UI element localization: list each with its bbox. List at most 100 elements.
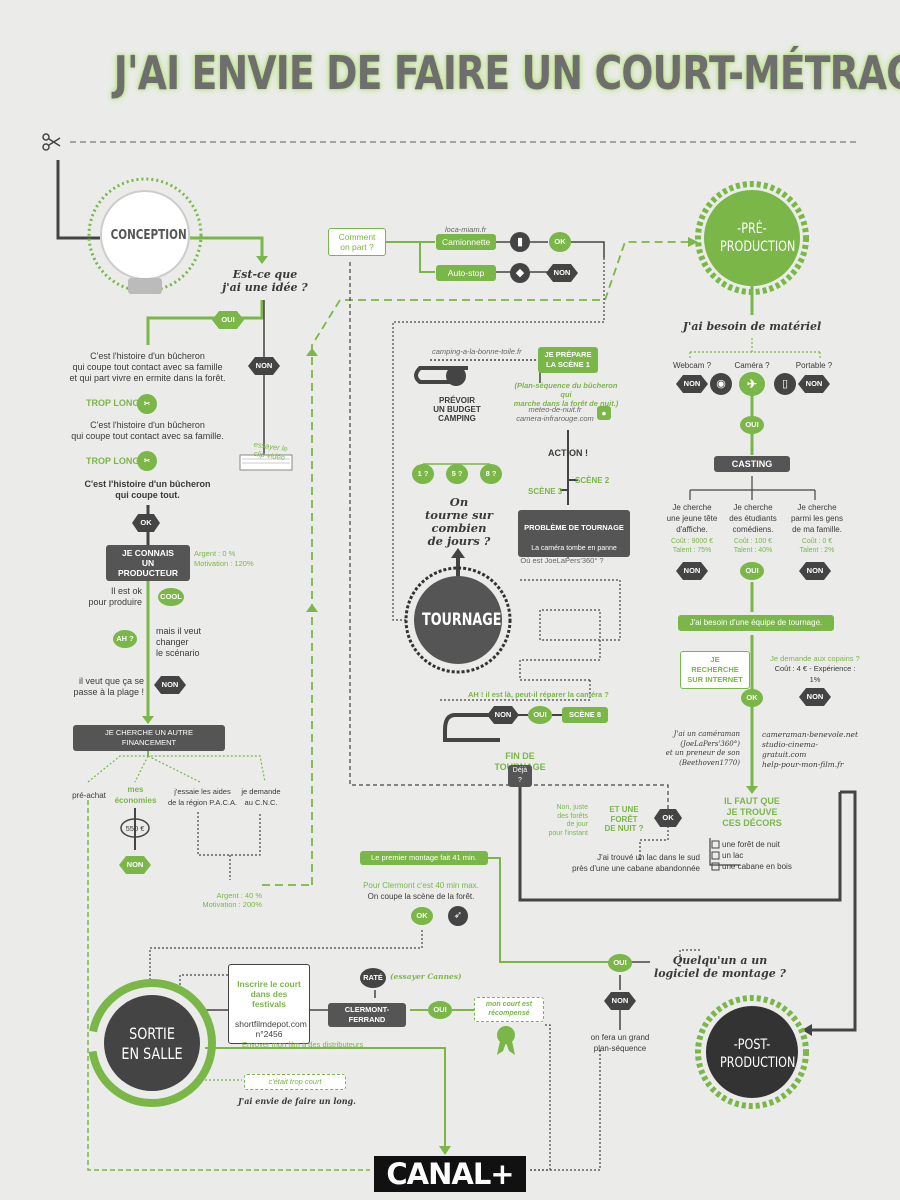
transport-question: Comment on part ? xyxy=(328,228,386,256)
truck-icon: ▮ xyxy=(510,232,530,252)
portable-non: NON xyxy=(798,375,830,393)
rate-badge: RATÉ xyxy=(360,968,386,988)
deja-badge: Déjà ? xyxy=(508,765,532,787)
plan-sequence: on fera un grand plan-séquence xyxy=(590,1033,650,1053)
scene1-plan: (Plan-séquence du bûcheron qui marche da… xyxy=(513,381,619,408)
logiciel-question: Quelqu'un a un logiciel de montage ? xyxy=(654,954,786,980)
financing-option-2: mes économies xyxy=(114,785,157,805)
camera-icon: ✈ xyxy=(739,372,765,396)
portable-option: Portable ? xyxy=(795,361,833,370)
rocket-icon: ➶ xyxy=(448,906,468,926)
cameraman-info: J'ai un caméraman (JoeLaPers'360°) et un… xyxy=(665,730,740,767)
recherche-internet: JE RECHERCHE SUR INTERNET xyxy=(680,651,750,689)
story-ok-badge: OK xyxy=(132,514,160,532)
scene-2: SCÈNE 2 xyxy=(575,476,610,485)
foret-non-answer: Non, juste des forêts de jour pour l'ins… xyxy=(548,804,588,837)
car-icon: ◆ xyxy=(510,263,530,283)
preproduction-label: -PRÉ- PRODUCTION xyxy=(720,221,796,255)
internet-ok: OK xyxy=(741,689,763,707)
idea-question: Est-ce que j'ai une idée ? xyxy=(222,268,308,294)
materiel-question: J'ai besoin de matériel xyxy=(682,320,822,333)
conception-non-badge: NON xyxy=(248,357,280,375)
camionnette-ok: OK xyxy=(549,232,571,252)
faire-un-long: J'ai envie de faire un long. xyxy=(238,1096,356,1106)
cameraman-sites: cameraman-benevole.net studio-cinema-gra… xyxy=(762,730,858,769)
clermont-rule: Pour Clermont c'est 40 min max. xyxy=(363,881,479,890)
clermont-oui: OUI xyxy=(428,1001,452,1019)
award-ribbon-icon xyxy=(497,1026,515,1055)
jours-question: On tourne sur combien de jours ? xyxy=(425,495,493,548)
flashlight-icon: ● xyxy=(597,406,611,420)
story-3: C'est l'histoire d'un bûcheron qui coupe… xyxy=(84,479,211,500)
probleme-title: PROBLÈME DE TOURNAGE xyxy=(524,523,624,532)
motivation-2: Motivation : 200% xyxy=(202,900,262,909)
financement-box: JE CHERCHE UN AUTRE FINANCEMENT xyxy=(73,725,225,751)
producer-motivation: Motivation : 120% xyxy=(194,559,254,568)
trop-long-2: TROP LONG xyxy=(86,456,140,466)
eye-icon: ◉ xyxy=(710,373,732,395)
autostop-option: Auto-stop xyxy=(436,265,496,281)
story-2: C'est l'histoire d'un bûcheron qui coupe… xyxy=(71,420,224,441)
casting-cost-3: Coût : 0 € Talent : 2% xyxy=(799,538,835,554)
probleme-box: PROBLÈME DE TOURNAGE La caméra tombe en … xyxy=(518,510,630,557)
probleme-subtitle: La caméra tombe en panne xyxy=(531,545,617,552)
action-label: ACTION ! xyxy=(548,448,588,458)
financing-option-4: je demande au C.N.C. xyxy=(241,787,281,807)
camping-site: camping-a-la-bonne-toile.fr xyxy=(432,347,522,356)
day-option-8: 8 ? xyxy=(480,464,502,484)
day-option-5: 5 ? xyxy=(446,464,468,484)
sortie-label: SORTIE EN SALLE xyxy=(121,1024,183,1063)
copains-option: Je demande aux copains ? xyxy=(770,654,860,663)
montage-ok: OK xyxy=(411,907,433,925)
equipe-box: J'ai besoin d'une équipe de tournage. xyxy=(678,615,834,631)
casting-3-non: NON xyxy=(799,562,831,580)
trop-long-1: TROP LONG xyxy=(86,398,140,408)
story-1: C'est l'histoire d'un bûcheron qui coupe… xyxy=(69,351,226,383)
decor-item-2: un lac xyxy=(722,851,744,860)
festival-site: shortfilmdepot.com n°2456 xyxy=(235,1019,307,1039)
producer-scenario: mais il veut changer le scénario xyxy=(156,626,202,658)
scene8-non: NON xyxy=(487,706,519,724)
distributeurs: Envoyer mon film à des distributeurs xyxy=(242,1040,364,1049)
producer-box: JE CONNAIS UN PRODUCTEUR xyxy=(106,545,190,581)
tournage-label: TOURNAGE xyxy=(422,610,502,630)
producer-ok-text: Il est ok pour produire xyxy=(88,586,142,607)
clermont-ferrand: CLERMONT-FERRAND xyxy=(328,1003,406,1027)
camionnette-option: Camionnette xyxy=(436,234,496,250)
casting-2-oui: OUI xyxy=(740,562,764,580)
scene8-oui: OUI xyxy=(528,706,552,724)
conception-oui-badge: OUI xyxy=(212,311,244,329)
postproduction-label: -POST- PRODUCTION xyxy=(720,1037,796,1071)
financing-option-3: j'essaie les aides de la région P.A.C.A. xyxy=(167,787,238,807)
casting-cost-2: Coût : 100 € Talent : 40% xyxy=(733,538,773,554)
webcam-option: Webcam ? xyxy=(672,361,712,370)
logiciel-non: NON xyxy=(604,992,636,1010)
decor-item-1: une forêt de nuit xyxy=(722,840,780,849)
ou-est-joe: Où est JoeLaPers'360° ? xyxy=(520,556,604,565)
cut-icon-2: ✂ xyxy=(137,451,157,471)
scene-8: SCÈNE 8 xyxy=(562,707,608,723)
ah-badge: AH ? xyxy=(113,630,137,648)
camera-oui: OUI xyxy=(740,416,764,434)
financing-option-1: pré-achat xyxy=(72,791,106,800)
foret-question: ET UNE FORÊT DE NUIT ? xyxy=(604,805,644,833)
piggy-amount: 550 € xyxy=(125,824,145,833)
decor-item-3: une cabane en bois xyxy=(722,862,792,871)
plage-non-badge: NON xyxy=(154,676,186,694)
casting-option-3: Je cherche parmi les gens de ma famille. xyxy=(790,503,844,534)
festival-box: Inscrire le court dans des festivals sho… xyxy=(228,964,310,1044)
trop-court: c'était trop court xyxy=(244,1074,346,1090)
logiciel-oui: OUI xyxy=(608,954,632,972)
casting-cost-1: Coût : 9000 € Talent : 75% xyxy=(670,538,714,554)
recompense-box: mon court est récompensé xyxy=(474,997,544,1022)
producer-plage: il veut que ça se passe à la plage ! xyxy=(73,676,144,697)
canal-plus-logo: CANAL+ xyxy=(374,1156,526,1192)
lac-found: J'ai trouvé un lac dans le sud près d'un… xyxy=(572,853,700,873)
budget-camping: PRÉVOIR UN BUDGET CAMPING xyxy=(433,396,481,423)
phone-icon: ▯ xyxy=(774,373,796,395)
autostop-non: NON xyxy=(546,264,578,282)
camera-option: Caméra ? xyxy=(734,361,770,370)
day-option-1: 1 ? xyxy=(412,464,434,484)
